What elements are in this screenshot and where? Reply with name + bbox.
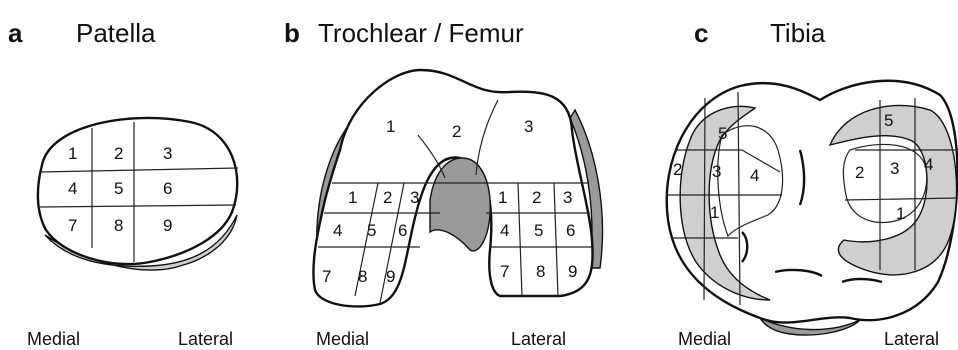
lateral-plateau-zone-label: 3 [890, 159, 899, 178]
panel-c-medial-label: Medial [678, 329, 731, 349]
lateral-condyle-zone-label: 8 [536, 262, 545, 281]
medial-plateau-zone-label: 5 [718, 124, 727, 143]
panel-c-lateral-label: Lateral [884, 329, 939, 349]
lateral-condyle-zone-label: 2 [532, 188, 541, 207]
lateral-condyle-zone-label: 9 [568, 262, 577, 281]
patella-zone-label: 8 [114, 216, 123, 235]
medial-condyle-zone-label: 1 [348, 188, 357, 207]
medial-condyle-zone-label: 9 [386, 267, 395, 286]
patella-zone-label: 7 [68, 216, 77, 235]
medial-plateau-zone-label: 2 [673, 160, 682, 179]
lateral-condyle-zone-label: 3 [563, 188, 572, 207]
panel-a-patella: a Patella 1 2 3 4 5 6 7 8 9 Medial Later… [8, 18, 238, 349]
panel-a-lateral-label: Lateral [178, 329, 233, 349]
patella-zone-label: 2 [114, 144, 123, 163]
medial-condyle-zone-label: 2 [383, 188, 392, 207]
trochlear-zone-label: 1 [386, 117, 395, 136]
lateral-condyle-zone-label: 6 [566, 221, 575, 240]
patella-zone-label: 1 [68, 144, 77, 163]
lateral-plateau-zone-label: 4 [924, 155, 933, 174]
panel-c-tibia: c Tibia [667, 18, 958, 349]
lateral-condyle-zone-label: 4 [500, 221, 509, 240]
trochlear-zone-label: 2 [452, 122, 461, 141]
panel-b-femur: b Trochlear / Femur 1 2 3 [284, 18, 602, 349]
patella-zone-label: 6 [163, 179, 172, 198]
lateral-condyle-zone-label: 7 [500, 262, 509, 281]
panel-b-letter: b [284, 18, 300, 48]
lateral-plateau-zone-label: 2 [855, 163, 864, 182]
medial-condyle-zone-label: 5 [367, 221, 376, 240]
lateral-plateau-zone-label: 5 [884, 111, 893, 130]
lateral-condyle-zone-label: 5 [534, 221, 543, 240]
panel-c-letter: c [694, 18, 708, 48]
patella-zone-label: 9 [163, 216, 172, 235]
medial-plateau-zone-label: 3 [712, 162, 721, 181]
medial-plateau-zone-label: 4 [750, 166, 759, 185]
panel-a-medial-label: Medial [27, 329, 80, 349]
medial-condyle-zone-label: 4 [333, 221, 342, 240]
patella-zone-label: 3 [163, 144, 172, 163]
panel-b-medial-label: Medial [316, 329, 369, 349]
panel-b-lateral-label: Lateral [511, 329, 566, 349]
patella-zone-label: 4 [68, 179, 77, 198]
medial-condyle-zone-label: 7 [322, 267, 331, 286]
patella-zone-label: 5 [114, 179, 123, 198]
lateral-condyle-zone-label: 1 [498, 188, 507, 207]
panel-a-letter: a [8, 18, 23, 48]
medial-plateau-zone-label: 1 [710, 203, 719, 222]
panel-c-title: Tibia [770, 18, 826, 48]
trochlear-zone-label: 3 [524, 117, 533, 136]
medial-condyle-zone-label: 6 [398, 221, 407, 240]
lateral-plateau-zone-label: 1 [896, 204, 905, 223]
panel-a-title: Patella [76, 18, 156, 48]
intercondylar-notch-shade [430, 158, 490, 251]
medial-condyle-zone-label: 8 [358, 267, 367, 286]
medial-condyle-zone-label: 3 [410, 188, 419, 207]
panel-b-title: Trochlear / Femur [318, 18, 524, 48]
